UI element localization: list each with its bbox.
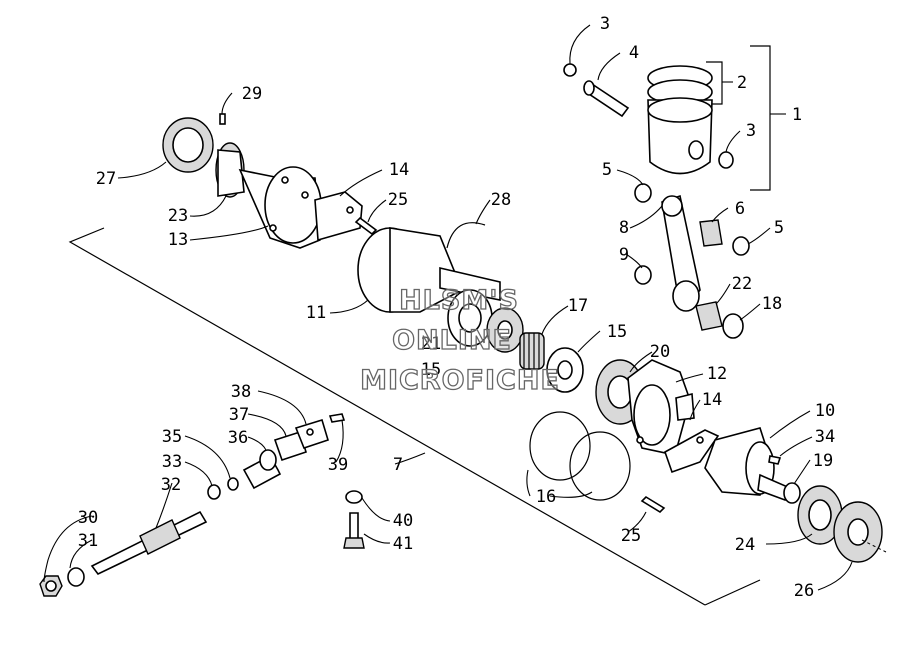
washer-5-right xyxy=(732,236,750,256)
callout-11: 11 xyxy=(306,303,326,323)
plate-14-right xyxy=(664,429,720,474)
circlip-3-right xyxy=(718,151,734,169)
callout-18: 18 xyxy=(762,294,782,314)
connecting-rod-8 xyxy=(661,194,701,312)
leader-lines xyxy=(43,24,853,591)
bearing-27 xyxy=(162,117,214,173)
callout-36: 36 xyxy=(228,428,248,448)
callout-3-right: 3 xyxy=(746,121,756,141)
washer-18 xyxy=(722,313,744,339)
callout-28: 28 xyxy=(491,190,511,210)
callout-4: 4 xyxy=(629,43,639,63)
callout-27: 27 xyxy=(96,169,116,189)
watermark-line-1: HLSM'S xyxy=(399,285,519,316)
screw-39 xyxy=(328,413,346,423)
callout-17: 17 xyxy=(568,296,588,316)
piston-rings-2 xyxy=(647,65,713,105)
callout-23: 23 xyxy=(168,206,188,226)
nut-30 xyxy=(39,575,63,597)
callout-13: 13 xyxy=(168,230,188,250)
washer-5-left xyxy=(634,183,652,203)
callout-6: 6 xyxy=(735,199,745,219)
callout-7: 7 xyxy=(393,455,403,475)
bolt-41 xyxy=(343,512,365,549)
crank-wheel-10 xyxy=(704,427,792,502)
callout-29: 29 xyxy=(242,84,262,104)
screw-25-right xyxy=(640,495,666,514)
callout-31: 31 xyxy=(78,531,98,551)
callout-35: 35 xyxy=(162,427,182,447)
callout-14-right: 14 xyxy=(702,390,722,410)
callout-12: 12 xyxy=(707,364,727,384)
callout-15-right: 15 xyxy=(607,322,627,342)
callout-41: 41 xyxy=(393,534,413,554)
callout-8: 8 xyxy=(619,218,629,238)
washer-31 xyxy=(67,567,85,587)
piston-pin-4 xyxy=(583,80,630,118)
callout-10: 10 xyxy=(815,401,835,421)
callout-25-right: 25 xyxy=(621,526,641,546)
washer-15-right xyxy=(546,347,584,393)
callout-1: 1 xyxy=(792,105,802,125)
callout-labels: 1 2 3 3 4 5 5 6 7 8 9 10 11 12 13 14 14 … xyxy=(78,14,835,601)
needle-bearing-23 xyxy=(215,142,245,198)
cover-38 xyxy=(294,418,329,449)
callout-20: 20 xyxy=(650,342,670,362)
callout-2: 2 xyxy=(737,73,747,93)
crank-wheel-11 xyxy=(357,227,501,313)
callout-5-right: 5 xyxy=(774,218,784,238)
callout-3-top: 3 xyxy=(600,14,610,34)
watermark-line-3: MICROFICHE xyxy=(360,365,560,396)
circlip-3-top xyxy=(563,63,577,77)
housing-36 xyxy=(242,449,282,490)
washer-33 xyxy=(207,484,221,500)
snap-ring-28 xyxy=(446,222,486,249)
callout-32: 32 xyxy=(161,475,181,495)
watermark-line-2: ONLINE xyxy=(392,325,512,356)
callout-5-left: 5 xyxy=(602,160,612,180)
crank-half-13 xyxy=(238,166,322,249)
seal-26 xyxy=(833,501,887,563)
washer-15-left xyxy=(486,307,524,353)
callout-24: 24 xyxy=(735,535,755,555)
screw-25-left xyxy=(354,216,378,236)
crank-half-12 xyxy=(627,359,695,456)
shaft-32 xyxy=(90,510,208,576)
callout-39: 39 xyxy=(328,455,348,475)
callout-34: 34 xyxy=(815,427,835,447)
washer-40 xyxy=(345,490,363,504)
callout-30: 30 xyxy=(78,508,98,528)
dowel-pin-29 xyxy=(219,113,226,125)
o-rings-16 xyxy=(529,411,631,501)
ring-35 xyxy=(227,477,239,491)
gasket-37 xyxy=(273,430,307,462)
callout-15-center: 15 xyxy=(421,360,441,380)
callout-37: 37 xyxy=(229,405,249,425)
bearing-24 xyxy=(797,485,843,545)
ring-19 xyxy=(783,482,801,504)
key-34 xyxy=(768,455,782,465)
callout-14-left: 14 xyxy=(389,160,409,180)
needle-bearing-6 xyxy=(699,219,723,247)
callout-33: 33 xyxy=(162,452,182,472)
callout-16: 16 xyxy=(536,487,556,507)
callout-19: 19 xyxy=(813,451,833,471)
piston-1 xyxy=(647,97,713,175)
gear-17 xyxy=(519,332,545,370)
assembly-outline xyxy=(68,45,786,606)
callout-38: 38 xyxy=(231,382,251,402)
watermark: HLSM'S ONLINE MICROFICHE xyxy=(359,284,560,396)
callout-21: 21 xyxy=(421,334,441,354)
callout-40: 40 xyxy=(393,511,413,531)
plate-14-left xyxy=(314,191,363,242)
washer-9 xyxy=(634,265,652,285)
callout-26: 26 xyxy=(794,581,814,601)
callout-9: 9 xyxy=(619,245,629,265)
needle-bearing-22 xyxy=(695,301,723,331)
callout-25-left: 25 xyxy=(388,190,408,210)
callout-22: 22 xyxy=(732,274,752,294)
